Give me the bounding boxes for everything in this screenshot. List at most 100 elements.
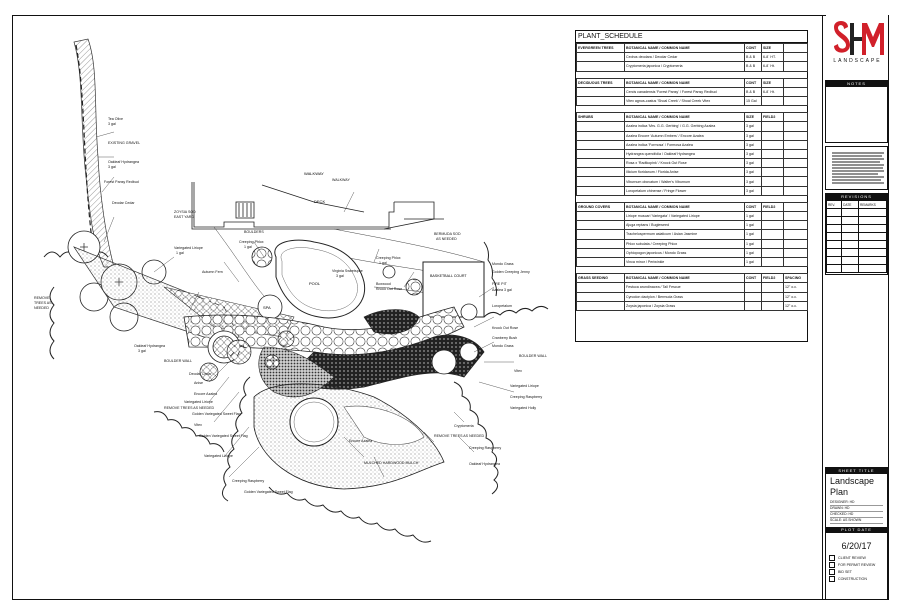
svg-text:FIRE PIT: FIRE PIT [492, 282, 508, 286]
meta-scale: SCALE: AS SHOWN [830, 518, 883, 524]
svg-text:Variegated Liriope: Variegated Liriope [204, 454, 233, 458]
schedule-cell [576, 220, 625, 231]
revisions-table: REV. DATE REMARKS [825, 200, 888, 273]
svg-text:DECK: DECK [314, 199, 325, 204]
schedule-cell [761, 238, 784, 249]
shm-logo [826, 15, 888, 69]
schedule-cell [576, 121, 625, 132]
svg-text:3 gal: 3 gal [108, 165, 116, 169]
svg-text:BERMUDA SOD: BERMUDA SOD [434, 232, 461, 236]
schedule-cell [576, 158, 625, 169]
svg-text:3 gal: 3 gal [108, 122, 116, 126]
rev-col-remarks: REMARKS [857, 200, 888, 209]
schedule-cell [576, 282, 625, 293]
svg-text:Autumn Fern: Autumn Fern [202, 270, 223, 274]
schedule-cell [576, 52, 625, 63]
schedule-cell [576, 148, 625, 160]
schedule-cell [761, 229, 784, 240]
checkbox-icon[interactable] [829, 576, 835, 583]
svg-text:Loropetalum: Loropetalum [492, 304, 512, 308]
schedule-cell: 15 Gal [744, 95, 762, 107]
schedule-cell [761, 121, 784, 132]
schedule-cell [783, 148, 808, 160]
svg-text:1 gal: 1 gal [379, 261, 387, 265]
sheet-title: Landscape Plan [830, 476, 875, 497]
schedule-header-cell: FIELD2 [761, 112, 784, 123]
meta-designer: DESIGNER: HD [830, 500, 883, 506]
schedule-cell [783, 220, 808, 231]
svg-text:REMOVE TREES AS NEEDED: REMOVE TREES AS NEEDED [434, 434, 484, 438]
revisions-box: REVISIONS REV. DATE REMARKS [825, 193, 888, 275]
schedule-cell: Cedrus deodara / Deodar Cedar [624, 52, 745, 63]
landscape-plan-drawing: WALKWAY DECK POOL SPA BASKETBALL COURT [34, 38, 549, 543]
schedule-cell [576, 167, 625, 178]
issue-client-review: CLIENT REVIEW [826, 555, 887, 562]
table-row: Hydrangea quercifolia / Oakleaf Hydrange… [576, 148, 808, 160]
notes-title: NOTES [826, 81, 887, 87]
schedule-cell: 6-8` HT. [761, 52, 784, 63]
svg-text:Deodar Cedar: Deodar Cedar [189, 372, 212, 376]
schedule-cell: 1 gal [744, 256, 762, 268]
svg-text:Anise: Anise [194, 381, 203, 385]
plot-date: 6/20/17 [841, 541, 872, 551]
svg-text:Oakleaf Hydrangea: Oakleaf Hydrangea [134, 344, 165, 348]
schedule-cell: 1 gal [744, 238, 762, 249]
schedule-cell [761, 95, 784, 107]
issue-construction: CONSTRUCTION [826, 576, 887, 583]
schedule-cell: Cynodon dactylon / Bermuda Grass [624, 291, 745, 302]
schedule-cell: 3 gal [744, 130, 762, 141]
schedule-cell: Azalea indica 'Formosa' / Formosa Azalea [624, 139, 745, 150]
schedule-cell: 12" o.c. [783, 300, 808, 311]
schedule-cell [744, 300, 762, 311]
schedule-cell: 12" o.c. [783, 291, 808, 302]
schedule-header-cell: BOTANICAL NAME / COMMON NAME [624, 77, 745, 88]
schedule-cell [576, 291, 625, 302]
meta-drawn: DRAWN: HD [830, 506, 883, 512]
svg-text:Cranberry Bush: Cranberry Bush [492, 336, 517, 340]
checkbox-icon[interactable] [829, 555, 835, 562]
checkbox-icon[interactable] [829, 562, 835, 569]
schedule-cell [576, 210, 625, 222]
schedule-header-cell [783, 42, 808, 54]
schedule-header-cell [783, 201, 808, 213]
schedule-cell [576, 256, 625, 268]
schedule-cell [783, 256, 808, 268]
walkway-label: WALKWAY [304, 171, 324, 176]
schedule-cell [783, 121, 808, 132]
svg-text:Encore Azalea: Encore Azalea [194, 392, 217, 396]
svg-text:Knock Out Rose: Knock Out Rose [376, 287, 402, 291]
svg-text:WALKWAY: WALKWAY [332, 178, 350, 182]
schedule-cell: B & B [744, 61, 762, 72]
svg-text:Deodar Cedar: Deodar Cedar [112, 201, 135, 205]
schedule-cell: Phlox subulata / Creeping Phlox [624, 238, 745, 249]
schedule-cell [761, 256, 784, 268]
svg-text:POOL: POOL [309, 281, 321, 286]
svg-text:Tea Olive: Tea Olive [108, 117, 123, 121]
svg-text:Golden Creeping Jenny: Golden Creeping Jenny [492, 270, 530, 274]
schedule-cell [783, 86, 808, 97]
schedule-cell [783, 95, 808, 107]
notes-box: NOTES [825, 80, 888, 143]
schedule-cell [744, 282, 762, 293]
schedule-cell: Cercis canadensis 'Forest Pansy' / Fores… [624, 86, 745, 97]
schedule-header-cell: CONT [744, 201, 762, 213]
schedule-header-cell: BOTANICAL NAME / COMMON NAME [624, 273, 745, 284]
checkbox-icon[interactable] [829, 569, 835, 576]
schedule-header-cell: SIZE [744, 112, 762, 123]
rev-col-date: DATE [841, 200, 859, 209]
schedule-cell: Loropetalum chinense / Fringe Flower [624, 185, 745, 196]
schedule-cell [783, 176, 808, 187]
svg-text:AS NEEDED: AS NEEDED [436, 237, 457, 241]
svg-text:EAST YARD: EAST YARD [174, 215, 194, 219]
schedule-cell [783, 167, 808, 178]
schedule-cell: 12" o.c. [783, 282, 808, 293]
schedule-cell: 6-8` Ht. [761, 61, 784, 72]
svg-text:Oakleaf Hydrangea: Oakleaf Hydrangea [469, 462, 500, 466]
schedule-header-cell: SIZE [761, 42, 784, 54]
